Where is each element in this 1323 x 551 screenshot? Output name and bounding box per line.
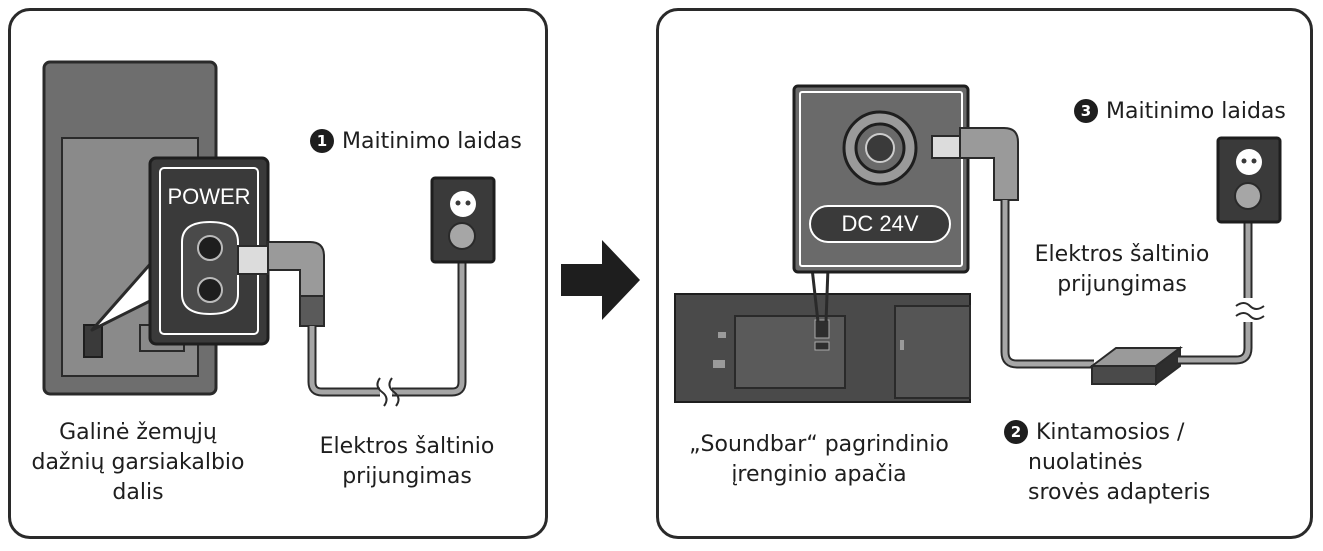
connection-caption-left-line-2: prijungimas [342, 464, 472, 489]
cord-label-right-text: Maitinimo laidas [1106, 99, 1286, 124]
adapter-label-line-1: Kintamosios / [1036, 420, 1185, 445]
subwoofer-caption: Galinė žemųjų dažnių garsiakalbio dalis [28, 418, 248, 508]
soundbar-caption: „Soundbar“ pagrindinio įrenginio apačia [676, 430, 962, 490]
soundbar-caption-line-1: „Soundbar“ pagrindinio [689, 432, 949, 457]
cord-label-right: 3 Maitinimo laidas [1074, 97, 1286, 127]
connection-caption-left-line-1: Elektros šaltinio [319, 434, 495, 459]
connection-caption-right: Elektros šaltinio prijungimas [1010, 240, 1234, 300]
power-plug-left [237, 241, 325, 327]
cord-label-text: Maitinimo laidas [342, 129, 522, 154]
connection-caption-right-line-1: Elektros šaltinio [1034, 242, 1210, 267]
connection-caption-right-line-2: prijungimas [1057, 272, 1187, 297]
power-port-label: POWER [167, 184, 251, 209]
subwoofer-caption-line-2: dažnių garsiakalbio [31, 450, 245, 475]
subwoofer-caption-line-3: dalis [112, 480, 164, 505]
wall-socket-left [430, 176, 496, 264]
arrow-right-icon [561, 240, 640, 320]
step-number-2: 2 [1004, 420, 1028, 444]
soundbar-bottom [674, 293, 971, 403]
ac-dc-adapter [1089, 346, 1183, 386]
dc-port-label: DC 24V [841, 211, 919, 236]
soundbar-caption-line-2: įrenginio apačia [731, 462, 907, 487]
step-number-1: 1 [310, 129, 334, 153]
right-panel [656, 8, 1313, 539]
adapter-label-line-2: nuolatinės [1028, 450, 1143, 475]
adapter-label-line-3: srovės adapteris [1028, 480, 1211, 505]
wall-socket-right [1216, 136, 1282, 224]
step-number-3: 3 [1074, 99, 1098, 123]
adapter-label: 2 Kintamosios / nuolatinės srovės adapter… [1004, 418, 1210, 508]
cord-label-left: 1 Maitinimo laidas [310, 127, 522, 157]
dc-port-zoom [792, 84, 970, 323]
subwoofer-caption-line-1: Galinė žemųjų [59, 420, 217, 445]
dc-plug [931, 127, 1019, 201]
connection-caption-left: Elektros šaltinio prijungimas [292, 432, 522, 492]
